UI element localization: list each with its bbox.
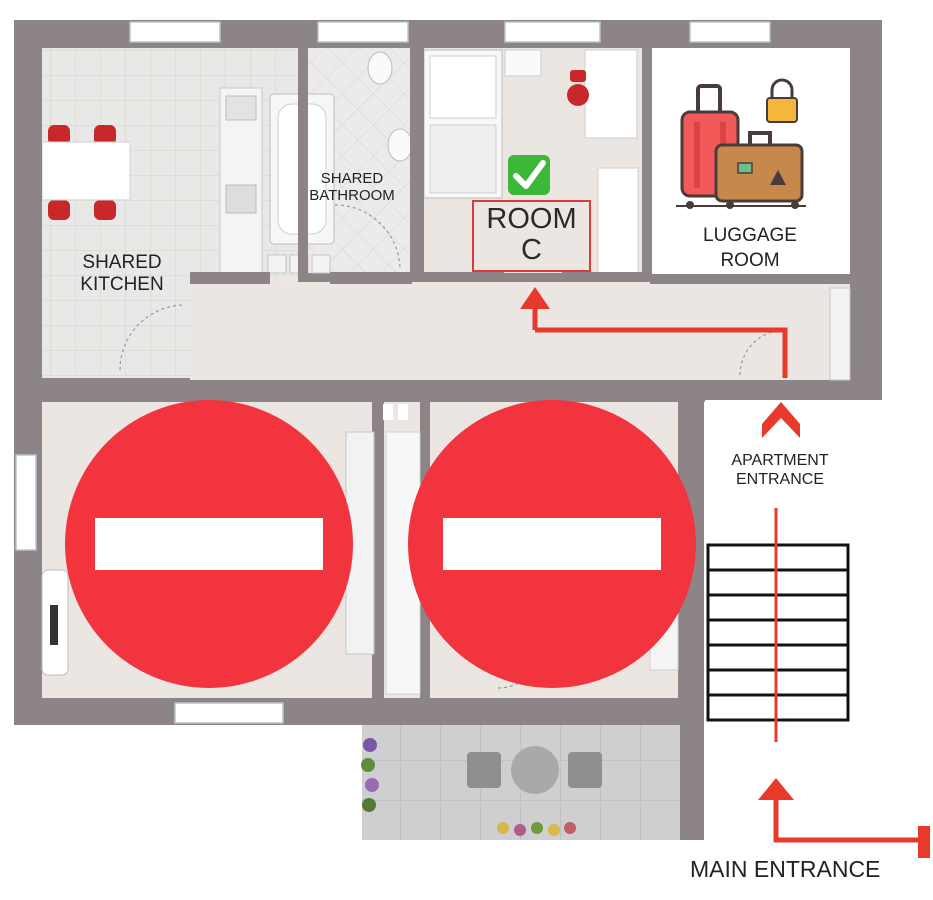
arrow-up-icon [520,287,550,309]
arrow-up-icon [758,778,794,800]
wardrobe [597,167,639,274]
route-path [532,300,918,843]
plants [361,738,576,836]
sink [387,128,413,162]
kitchen-table [41,125,131,220]
windows [15,21,771,724]
room-c-label: ROOM C [486,203,577,267]
chevron-up-icon [762,402,800,438]
desk-chair [567,70,589,106]
desk [584,49,638,139]
kitchen-counter [219,87,263,275]
check-mark-icon [508,155,550,195]
bed [423,49,503,199]
apartment-entrance-label: APARTMENT ENTRANCE [731,452,829,489]
shared-bathroom-label: SHARED BATHROOM [309,170,395,205]
balcony-furniture [467,746,602,794]
luggage-icon [676,78,806,209]
no-entry-icon [408,400,696,688]
shared-kitchen-label: SHARED KITCHEN [80,252,164,295]
stairs [706,543,850,722]
luggage-room-label: LUGGAGE ROOM [703,225,797,271]
room-c-highlight [472,200,591,272]
no-entry-icon [65,400,353,688]
main-entrance-label: MAIN ENTRANCE [690,856,881,882]
toilet [367,51,393,85]
wall-balcony-right [680,380,704,840]
